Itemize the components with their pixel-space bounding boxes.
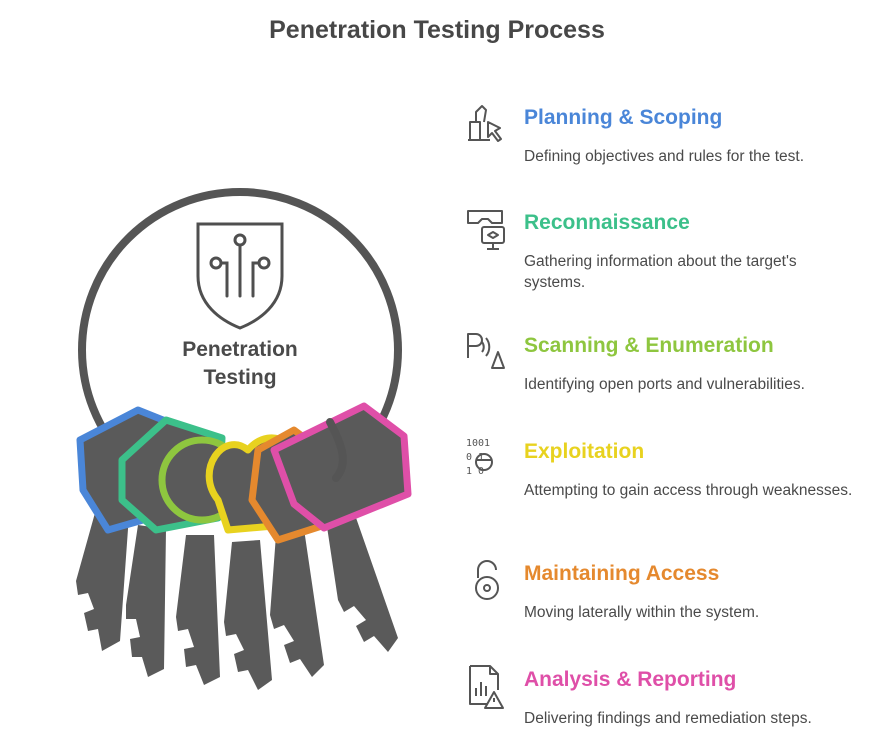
step-description: Delivering findings and remediation step… <box>524 710 812 727</box>
vr-monitor-icon <box>467 210 505 250</box>
hub-label-line2: Testing <box>203 366 277 389</box>
step-description: Identifying open ports and vulnerabiliti… <box>524 376 805 393</box>
step-heading: Analysis & Reporting <box>524 668 737 691</box>
binary-hacker-icon: 1001 0 1 1 0 <box>466 438 493 477</box>
report-warning-icon <box>469 665 504 709</box>
step-heading: Scanning & Enumeration <box>524 334 774 357</box>
key-pink <box>270 402 412 652</box>
padlock-icon <box>475 560 499 600</box>
strategy-chess-icon <box>468 105 502 142</box>
svg-text:0 1: 0 1 <box>466 452 484 463</box>
svg-text:1001: 1001 <box>466 438 490 449</box>
step-heading: Exploitation <box>524 440 645 463</box>
svg-text:1 0: 1 0 <box>466 466 484 477</box>
hub-label-line1: Penetration <box>182 338 298 361</box>
keyring-illustration <box>76 188 412 690</box>
hub-label: Penetration Testing <box>150 336 330 392</box>
step-heading: Maintaining Access <box>524 562 720 585</box>
step-description: Moving laterally within the system. <box>524 604 760 621</box>
step-heading: Reconnaissance <box>524 211 690 234</box>
shield-circuit-icon <box>196 222 284 330</box>
step-description: Defining objectives and rules for the te… <box>524 148 805 165</box>
page-title: Penetration Testing Process <box>269 16 605 44</box>
step-description: Gathering information about the target's… <box>524 253 797 291</box>
signal-scan-icon <box>467 333 505 369</box>
step-heading: Planning & Scoping <box>524 106 723 129</box>
step-description: Attempting to gain access through weakne… <box>524 482 853 499</box>
